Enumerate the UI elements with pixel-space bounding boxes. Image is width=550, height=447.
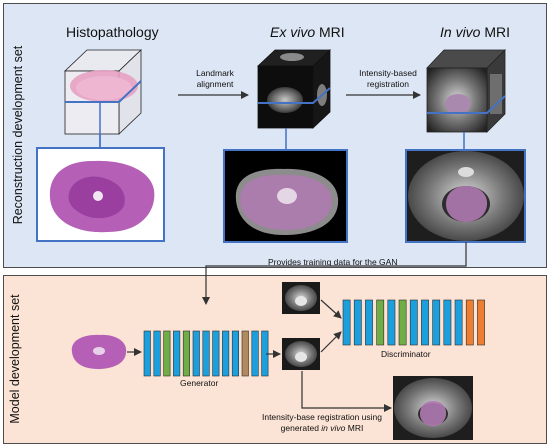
generator-block-12	[251, 330, 259, 377]
discriminator-network	[342, 299, 485, 346]
discriminator-block-12	[465, 299, 474, 346]
landmark-label-line1: Landmark	[196, 68, 234, 78]
generator-block-10	[231, 330, 239, 377]
input-histology-image	[71, 334, 127, 369]
real-mri-thumbnail	[282, 282, 320, 314]
exvivo-slice-image	[223, 149, 348, 243]
generator-block-7	[202, 330, 210, 377]
discriminator-label: Discriminator	[381, 349, 431, 359]
invivo-title-rest: MRI	[484, 24, 511, 40]
exvivo-title-em: Ex vivo	[270, 24, 316, 40]
discriminator-block-3	[365, 299, 373, 346]
invivo-mri-cube-icon	[426, 49, 506, 150]
landmark-label: Landmark alignment	[180, 68, 250, 90]
generator-block-6	[192, 330, 200, 377]
intensity-label: Intensity-based registration	[348, 68, 428, 90]
generator-block-2	[153, 330, 161, 377]
reg-line2-em: in vivo	[321, 423, 346, 433]
exvivo-mri-cube-icon	[256, 49, 332, 150]
discriminator-block-7	[409, 299, 418, 346]
exvivo-title: Ex vivo MRI	[270, 24, 345, 40]
histopathology-title: Histopathology	[66, 24, 159, 40]
intensity-label-line2: registration	[366, 79, 410, 89]
reg-line2-post: MRI	[345, 423, 364, 433]
discriminator-block-6	[398, 299, 407, 346]
discriminator-block-4	[376, 299, 385, 346]
generated-to-disc-arrow	[320, 331, 342, 353]
generator-network	[143, 330, 269, 377]
invivo-slice-image	[405, 149, 526, 243]
histology-cube-icon	[64, 49, 142, 148]
discriminator-block-10	[443, 299, 452, 346]
training-label: Provides training data for the GAN	[268, 257, 398, 267]
exvivo-title-rest: MRI	[319, 24, 345, 40]
generator-block-8	[212, 330, 220, 377]
invivo-title-em: In vivo	[440, 24, 481, 40]
invivo-title: In vivo MRI	[440, 24, 510, 40]
intensity-label-line1: Intensity-based	[359, 68, 417, 78]
discriminator-block-8	[421, 299, 429, 346]
discriminator-block-9	[432, 299, 441, 346]
registration-label-line2: generated in vivo MRI	[252, 423, 392, 434]
generator-label: Generator	[180, 378, 219, 388]
registration-arrow	[301, 371, 392, 412]
training-arrow	[202, 242, 467, 305]
discriminator-block-5	[387, 299, 396, 346]
generator-block-4	[173, 330, 181, 377]
registered-result-image	[393, 376, 473, 440]
real-to-disc-arrow	[320, 299, 342, 319]
discriminator-block-13	[477, 299, 485, 346]
generator-block-9	[222, 330, 230, 377]
generator-block-1	[143, 330, 151, 377]
discriminator-block-11	[454, 299, 463, 346]
generator-block-11	[241, 330, 249, 377]
landmark-label-line2: alignment	[196, 79, 234, 89]
histology-slice-image	[36, 147, 165, 242]
generator-block-3	[163, 330, 171, 377]
generated-mri-thumbnail	[282, 338, 320, 370]
discriminator-block-1	[342, 299, 351, 346]
registration-label-line1: Intensity-base registration using	[261, 412, 382, 422]
registration-label: Intensity-base registration using genera…	[252, 412, 392, 434]
discriminator-block-2	[353, 299, 362, 346]
reg-line2-pre: generated	[280, 423, 322, 433]
generator-block-5	[182, 330, 190, 377]
